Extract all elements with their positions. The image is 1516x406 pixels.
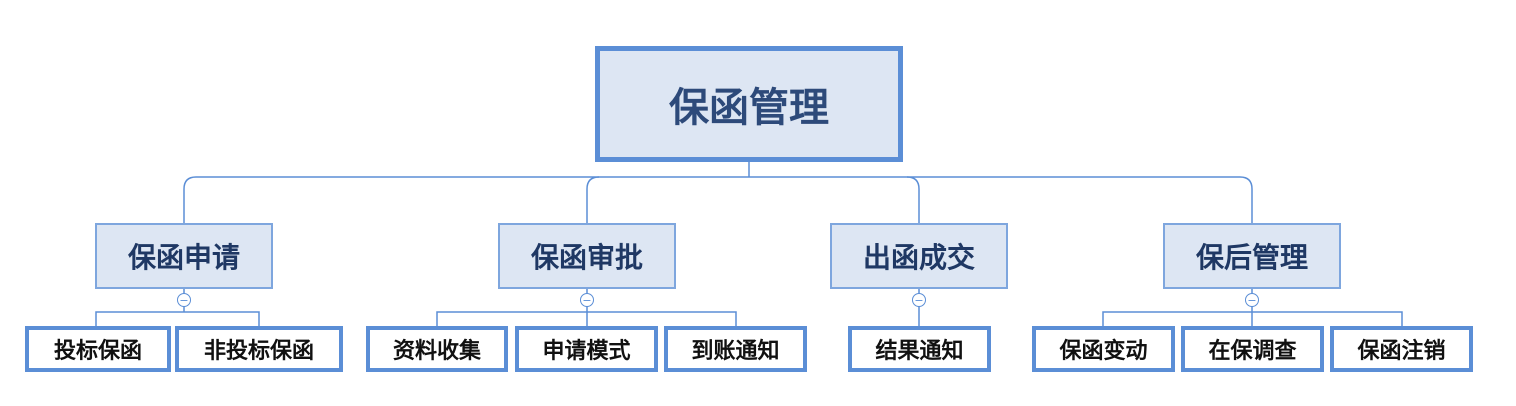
leaf-node[interactable]: 资料收集 [366, 326, 508, 372]
leaf-node[interactable]: 保函变动 [1032, 326, 1175, 372]
branch-node-3[interactable]: 出函成交 [830, 223, 1008, 289]
leaf-node[interactable]: 申请模式 [515, 326, 658, 372]
branch-node-2[interactable]: 保函审批 [498, 223, 676, 289]
branch-node-1[interactable]: 保函申请 [95, 223, 273, 289]
collapse-toggle-icon[interactable]: − [177, 293, 191, 307]
connector-branch-1 [586, 176, 600, 223]
connector-branch-3 [1239, 176, 1253, 223]
leaf-node[interactable]: 结果通知 [848, 326, 991, 372]
root-node-title[interactable]: 保函管理 [595, 46, 903, 162]
collapse-toggle-icon[interactable]: − [912, 293, 926, 307]
connector-branch-2 [906, 176, 920, 223]
connector-branch-0 [183, 176, 197, 223]
leaf-node[interactable]: 投标保函 [25, 326, 171, 372]
leaf-node[interactable]: 非投标保函 [175, 326, 343, 372]
collapse-toggle-icon[interactable]: − [580, 293, 594, 307]
leaf-node[interactable]: 保函注销 [1330, 326, 1473, 372]
branch-node-4[interactable]: 保后管理 [1163, 223, 1341, 289]
leaf-node[interactable]: 在保调查 [1181, 326, 1324, 372]
leaf-node[interactable]: 到账通知 [664, 326, 807, 372]
collapse-toggle-icon[interactable]: − [1245, 293, 1259, 307]
